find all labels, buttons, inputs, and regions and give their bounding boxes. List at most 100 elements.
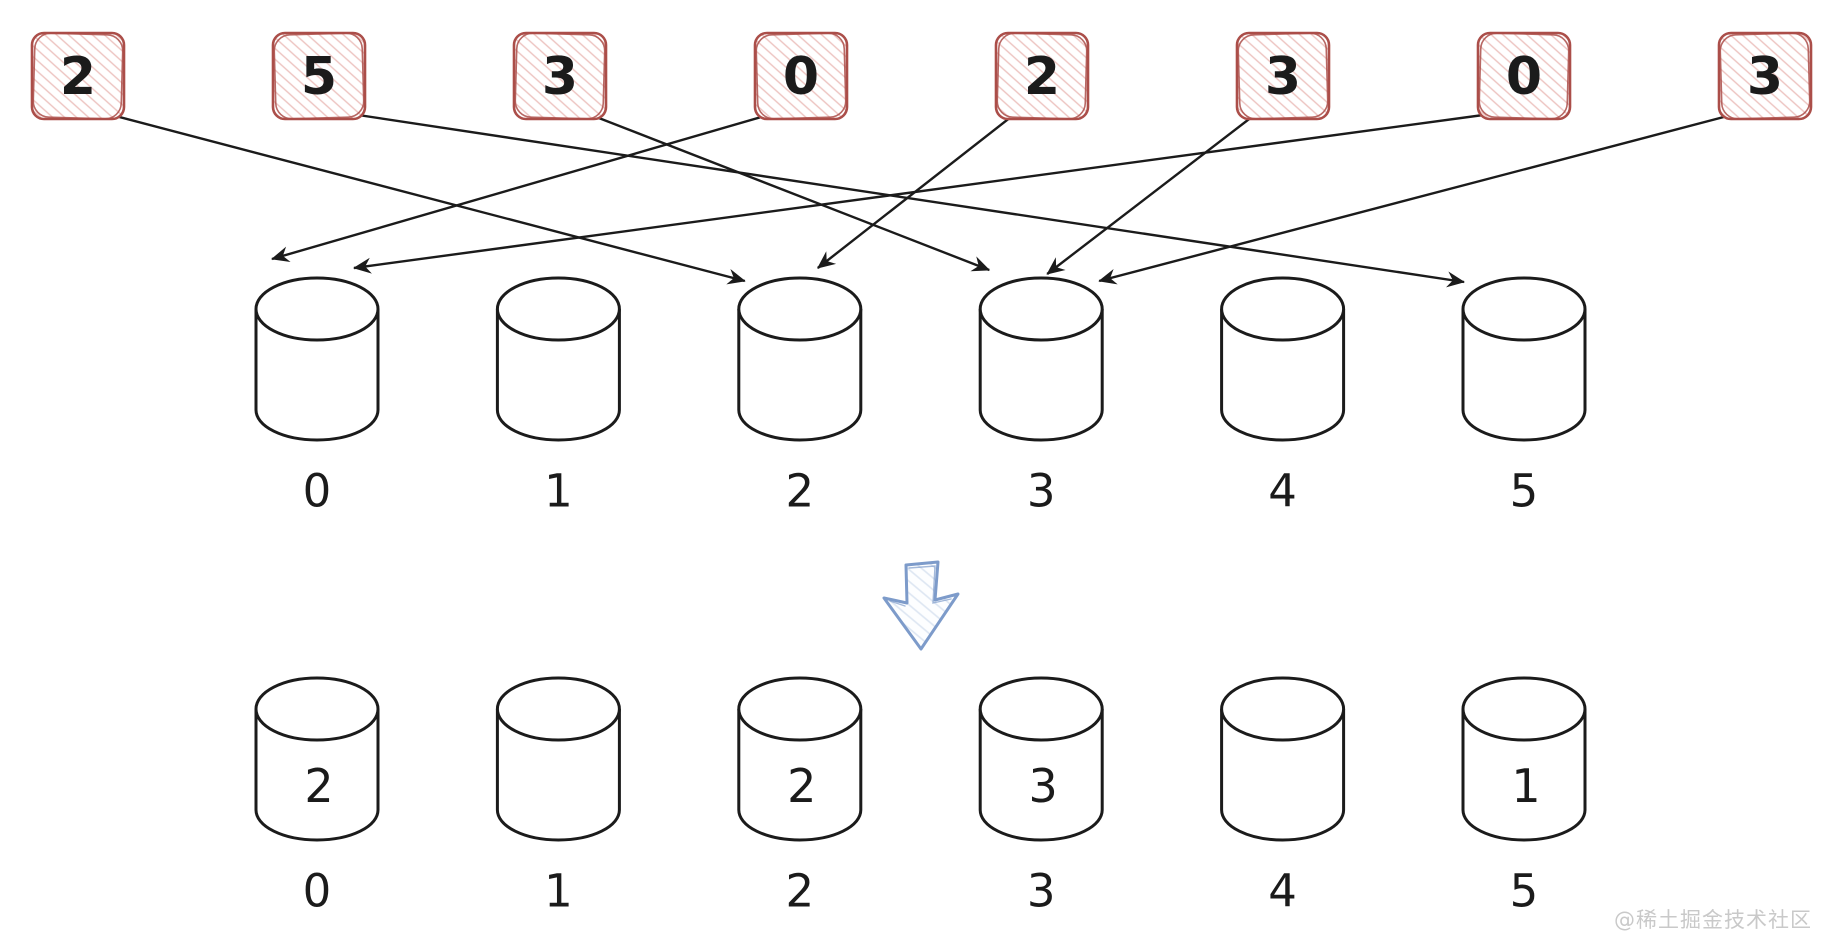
bucket-result-4: 4: [1220, 676, 1346, 918]
watermark-text: @稀土掘金技术社区: [1614, 908, 1812, 932]
unsorted-value: 2: [60, 47, 96, 107]
unsorted-value: 5: [301, 47, 337, 107]
bucket-body: [737, 309, 863, 442]
box-outline: [753, 31, 849, 121]
unsorted-value: 3: [542, 47, 578, 107]
unsorted-value: 0: [783, 47, 819, 107]
bucket-top-ellipse: [1461, 676, 1587, 742]
bucket-top-ellipse: [495, 276, 621, 342]
bucket-body: [978, 709, 1104, 842]
bucket-top-ellipse: [737, 276, 863, 342]
unsorted-value: 3: [1747, 47, 1783, 107]
box-outline: [994, 31, 1090, 121]
bucket-body: [978, 309, 1104, 442]
bucket-top-ellipse: [737, 676, 863, 742]
box-sketch-stroke: [32, 32, 124, 120]
bucket-count: 3: [1029, 759, 1058, 813]
bucket-top-ellipse: [1220, 276, 1346, 342]
bucket-top-ellipse: [978, 276, 1104, 342]
assignment-arrow: [1098, 111, 1740, 285]
bucket-middle-1: 1: [495, 276, 621, 518]
bucket-middle-2: 2: [737, 276, 863, 518]
down-arrow-sketch-stroke: [889, 565, 952, 607]
bucket-body: [1220, 709, 1346, 842]
transition-layer: [882, 560, 960, 651]
box-sketch-stroke: [273, 32, 365, 120]
unsorted-value: 3: [1265, 47, 1301, 107]
bucket-index-label: 1: [544, 865, 573, 918]
box-sketch-stroke: [514, 32, 606, 120]
unsorted-values-layer: 2 5 3 0 2 3 0 3: [30, 31, 1813, 121]
bucket-body: [1461, 709, 1587, 842]
bucket-index-label: 0: [303, 865, 332, 918]
bucket-body: [1220, 309, 1346, 442]
assignment-arrow: [585, 111, 991, 272]
unsorted-value-box: 3: [1717, 31, 1813, 121]
box-outline: [30, 31, 126, 121]
bucket-result-1: 1: [495, 676, 621, 918]
bucket-body: [254, 309, 380, 442]
box-sketch-stroke: [1478, 32, 1570, 120]
box-outline: [271, 31, 367, 121]
bucket-index-label: 4: [1268, 865, 1297, 918]
bucket-middle-5: 5: [1461, 276, 1587, 518]
bucket-index-label: 3: [1027, 865, 1056, 918]
bucket-middle-3: 3: [978, 276, 1104, 518]
bucket-top-ellipse: [495, 676, 621, 742]
bucket-result-5: 15: [1461, 676, 1587, 918]
bucket-index-label: 3: [1027, 465, 1056, 518]
box-sketch-stroke: [1237, 32, 1329, 120]
bucket-top-ellipse: [254, 676, 380, 742]
unsorted-value-box: 3: [512, 31, 608, 121]
box-sketch-stroke: [755, 32, 847, 120]
bucket-result-0: 20: [254, 676, 380, 918]
bucket-top-ellipse: [254, 276, 380, 342]
unsorted-value-box: 3: [1235, 31, 1331, 121]
bucket-body: [737, 709, 863, 842]
box-outline: [1476, 31, 1572, 121]
bucket-body: [1461, 309, 1587, 442]
bucket-body: [495, 309, 621, 442]
box-outline: [512, 31, 608, 121]
bucket-index-label: 1: [544, 465, 573, 518]
assignment-arrow: [1046, 112, 1258, 275]
bucket-index-label: 2: [785, 465, 814, 518]
box-sketch-stroke: [1719, 32, 1811, 120]
down-arrow-icon: [882, 560, 960, 651]
bucket-result-2: 22: [737, 676, 863, 918]
box-outline: [1717, 31, 1813, 121]
bucket-body: [495, 709, 621, 842]
unsorted-value-box: 2: [994, 31, 1090, 121]
bucket-top-ellipse: [1461, 276, 1587, 342]
box-sketch-stroke: [996, 32, 1088, 120]
bucket-top-ellipse: [1220, 676, 1346, 742]
bucket-result-3: 33: [978, 676, 1104, 918]
box-outline: [1235, 31, 1331, 121]
bucket-index-label: 5: [1510, 865, 1539, 918]
unsorted-value-box: 2: [30, 31, 126, 121]
assignment-arrow: [817, 112, 1017, 269]
bucket-count: 1: [1511, 759, 1540, 813]
bucket-index-label: 0: [303, 465, 332, 518]
bucket-top-ellipse: [978, 676, 1104, 742]
arrows-layer: [103, 111, 1740, 288]
bucket-body: [254, 709, 380, 842]
unsorted-value-box: 5: [271, 31, 367, 121]
assignment-arrow: [271, 111, 776, 262]
unsorted-value: 0: [1506, 47, 1542, 107]
bucket-middle-0: 0: [254, 276, 380, 518]
unsorted-value-box: 0: [1476, 31, 1572, 121]
assignment-arrow: [353, 111, 1499, 274]
bucket-index-label: 2: [785, 865, 814, 918]
assignment-arrow: [103, 111, 746, 285]
bucket-index-label: 4: [1268, 465, 1297, 518]
assignment-arrow: [344, 111, 1465, 288]
bucket-count: 2: [787, 759, 816, 813]
unsorted-value-box: 0: [753, 31, 849, 121]
bucket-index-label: 5: [1510, 465, 1539, 518]
bucket-middle-4: 4: [1220, 276, 1346, 518]
bucket-count: 2: [304, 759, 333, 813]
